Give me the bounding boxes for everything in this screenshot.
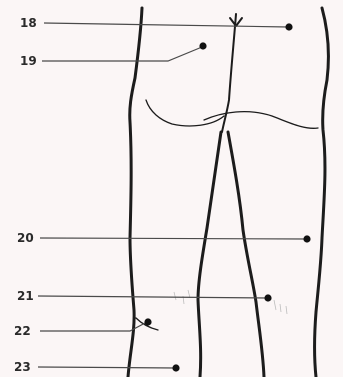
acupoint-21 (264, 294, 271, 301)
acupoint-19 (199, 42, 206, 49)
point-label-22: 22 (14, 324, 31, 338)
point-label-20: 20 (17, 231, 34, 245)
acupoint-22 (144, 318, 151, 325)
point-label-19: 19 (20, 54, 37, 68)
point-label-23: 23 (14, 360, 31, 374)
acupoint-20 (303, 235, 310, 242)
acupoint-23 (172, 364, 179, 371)
point-label-18: 18 (20, 16, 37, 30)
acupoint-18 (285, 23, 292, 30)
point-label-21: 21 (17, 289, 34, 303)
